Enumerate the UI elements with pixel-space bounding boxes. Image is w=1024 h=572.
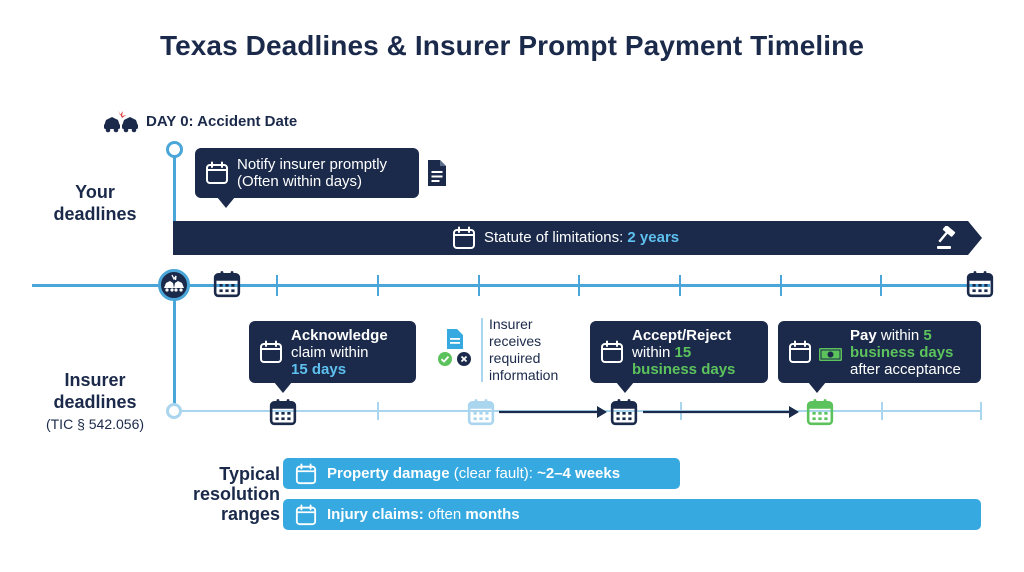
calendar-outline-icon [259,340,283,364]
calendar-icon [806,398,834,426]
document-icon [447,329,463,349]
axis-tick [880,275,882,296]
calendar-outline-icon [205,161,229,185]
your-deadlines-label: Your deadlines [40,181,150,225]
statute-bar-arrow [968,221,982,255]
row-label-line: Typical [219,464,280,484]
page-title: Texas Deadlines & Insurer Prompt Payment… [159,30,865,61]
separator-line [481,318,483,382]
statute-citation: (TIC § 542.056) [45,416,145,432]
axis-tick [276,275,278,296]
notify-line1: Notify insurer promptly [237,156,388,173]
calendar-icon [269,398,297,426]
axis-tick [377,275,379,296]
day0-label: DAY 0: Accident Date [146,112,298,130]
calendar-outline-icon [452,226,476,250]
pay-within: within [880,326,920,344]
pay-days: 5 [923,326,932,344]
insurer-receives-text: Insurer receives required information [489,316,558,384]
property-label: Property damage [327,465,450,482]
statute-text: Statute of limitations: 2 years [484,229,679,246]
statute-value: 2 years [627,229,680,246]
statute-prefix: Statute of limitations: [484,229,624,246]
injury-claims-range-bar: Injury claims: often months [283,499,981,530]
acknowledge-line2: claim within [291,343,369,361]
accept-within: within [632,343,671,361]
process-arrows [499,406,799,418]
row-label-line: resolution [192,484,280,504]
main-timeline-axis [32,284,990,287]
row-label-line: deadlines [53,392,137,412]
calendar-icon [467,398,495,426]
money-icon [819,348,842,361]
pay-after: after acceptance [850,360,961,378]
receives-line: Insurer [489,316,533,332]
axis-tick [881,402,883,420]
check-icon [438,352,452,366]
axis-tick [377,402,379,420]
car-crash-icon [104,110,138,133]
property-duration: ~2–4 weeks [537,465,621,482]
pay-callout: Pay within 5 business days after accepta… [778,321,981,393]
day0-marker: DAY 0: Accident Date [102,108,297,134]
insurer-deadlines-label: Insurer deadlines (TIC § 542.056) [30,369,160,435]
accept-reject-callout: Accept/Reject within 15 business days [590,321,768,393]
acknowledge-title: Acknowledge [291,326,388,344]
injury-mid: often [427,506,462,523]
acknowledge-callout: Acknowledge claim within 15 days [249,321,416,393]
property-damage-range-bar: Property damage (clear fault): ~2–4 week… [283,458,680,489]
row-label-line: Your [75,182,115,202]
row-label-line: deadlines [53,204,137,224]
notify-line2: (Often within days) [237,173,363,190]
axis-tick [980,402,982,420]
axis-tick [679,275,681,296]
calendar-outline-icon [600,340,624,364]
row-label-line: Insurer [64,370,126,390]
vertical-connector-bottom [173,296,176,410]
car-crash-icon [164,274,184,292]
calendar-outline-icon [788,340,812,364]
typical-ranges-label: Typical resolution ranges [170,464,280,524]
calendar-outline-icon [295,463,317,485]
pay-business-days: business days [850,343,954,361]
receives-line: information [489,367,559,383]
gavel-icon [937,226,956,249]
accept-title: Accept/Reject [632,326,732,344]
calendar-icon [966,270,994,298]
accept-days: 15 [674,343,692,361]
axis-tick [780,275,782,296]
x-icon [457,352,471,366]
calendar-outline-icon [295,504,317,526]
acknowledge-days: 15 days [291,360,347,378]
injury-label: Injury claims: [327,506,424,523]
injury-duration: months [465,506,520,523]
axis-tick [578,275,580,296]
notify-insurer-callout: Notify insurer promptly (Often within da… [195,148,419,208]
pay-title: Pay [850,326,877,344]
top-node [166,141,183,158]
receives-line: required [489,350,541,366]
statute-of-limitations-bar: Statute of limitations: 2 years [173,221,968,255]
receives-line: receives [489,333,542,349]
calendar-icon [610,398,638,426]
accept-business-days: business days [632,360,736,378]
property-mid: (clear fault): [453,465,533,482]
calendar-icon [213,270,241,298]
axis-tick [478,275,480,296]
vertical-connector-top [173,150,176,222]
accident-node [158,269,190,301]
document-icon [428,160,446,186]
row-label-line: ranges [220,504,280,524]
